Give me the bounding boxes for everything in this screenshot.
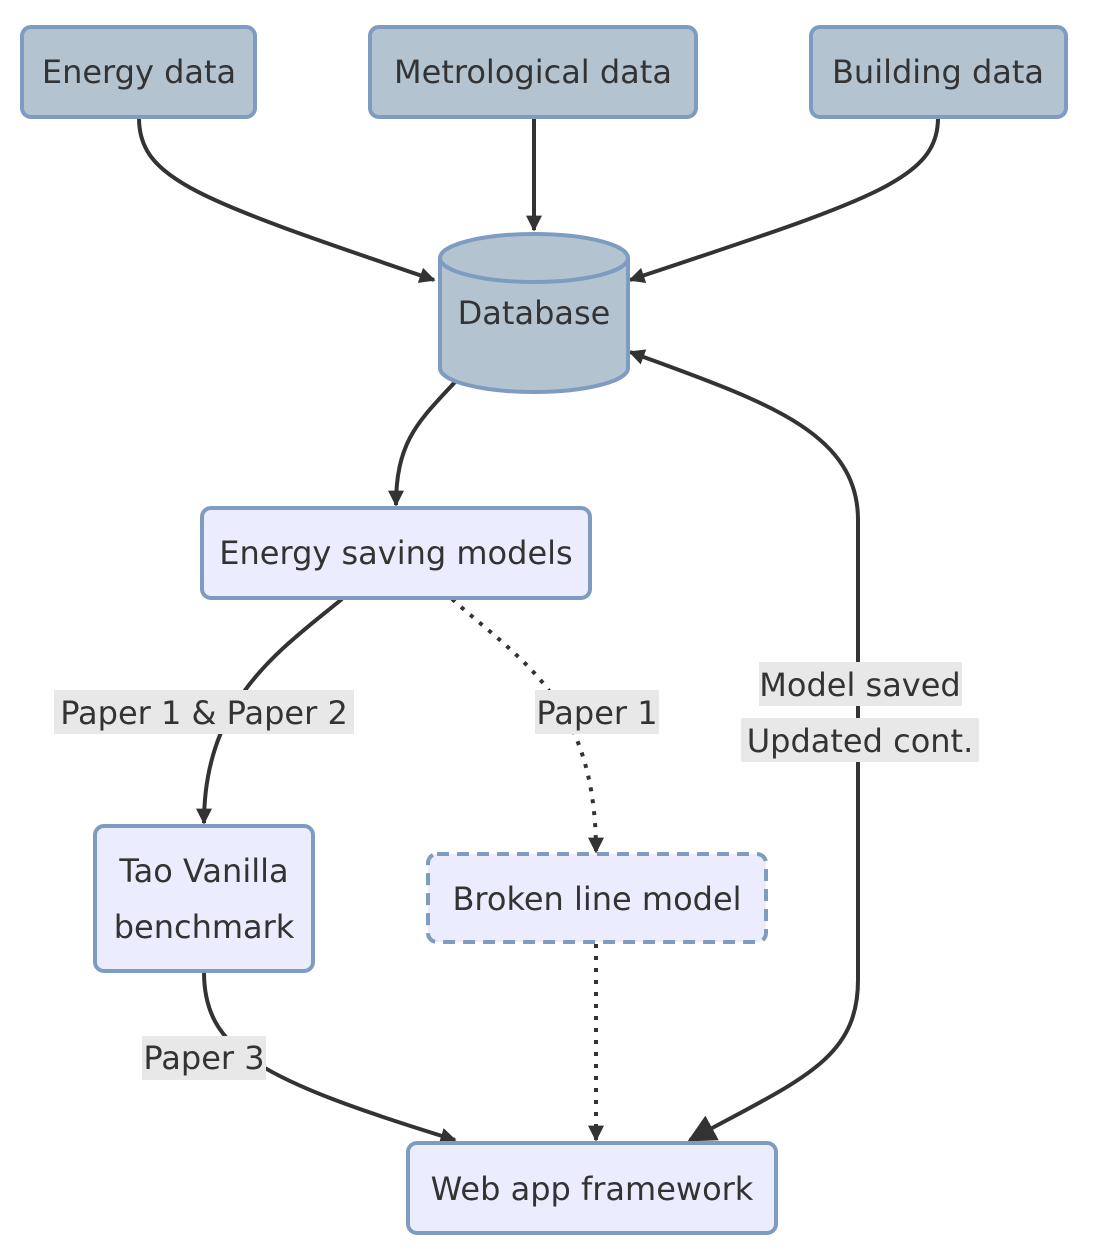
svg-text:Paper 1 & Paper 2: Paper 1 & Paper 2 <box>60 694 348 732</box>
edge-webapp-database-bidirectional <box>628 349 860 1142</box>
edge-energy-to-database <box>137 117 436 283</box>
node-building-data[interactable]: Building data <box>809 25 1068 119</box>
svg-text:Tao Vanilla: Tao Vanilla <box>118 852 288 890</box>
node-broken-line-model[interactable]: Broken line model <box>426 852 768 944</box>
svg-text:Metrological data: Metrological data <box>394 53 672 91</box>
edge-database-to-models <box>388 380 457 507</box>
svg-text:benchmark: benchmark <box>114 908 295 946</box>
svg-text:Paper 3: Paper 3 <box>143 1039 264 1077</box>
svg-text:Updated cont.: Updated cont. <box>747 722 974 760</box>
node-energy-data[interactable]: Energy data <box>20 25 257 119</box>
node-web-app-framework[interactable]: Web app framework <box>406 1141 778 1235</box>
node-database[interactable]: Database <box>438 232 630 394</box>
node-metrological-data[interactable]: Metrological data <box>368 25 698 119</box>
svg-text:Database: Database <box>458 294 611 332</box>
edge-building-to-database <box>628 117 940 284</box>
svg-text:Paper 1: Paper 1 <box>536 694 657 732</box>
edge-label-model-saved: Model saved Updated cont. <box>741 662 979 762</box>
node-tao-vanilla-benchmark[interactable]: Tao Vanilla benchmark <box>93 824 315 973</box>
edge-models-to-tao <box>196 597 344 825</box>
svg-text:Web app framework: Web app framework <box>431 1170 754 1208</box>
svg-text:Energy saving models: Energy saving models <box>219 534 572 572</box>
node-energy-saving-models[interactable]: Energy saving models <box>200 506 592 600</box>
svg-text:Building data: Building data <box>832 53 1044 91</box>
svg-text:Model saved: Model saved <box>759 666 960 704</box>
edge-label-paper3: Paper 3 <box>142 1036 266 1080</box>
edge-label-paper1: Paper 1 <box>535 690 659 734</box>
edge-label-paper12: Paper 1 & Paper 2 <box>54 690 354 734</box>
svg-text:Energy data: Energy data <box>42 53 236 91</box>
svg-text:Broken line model: Broken line model <box>452 880 741 918</box>
